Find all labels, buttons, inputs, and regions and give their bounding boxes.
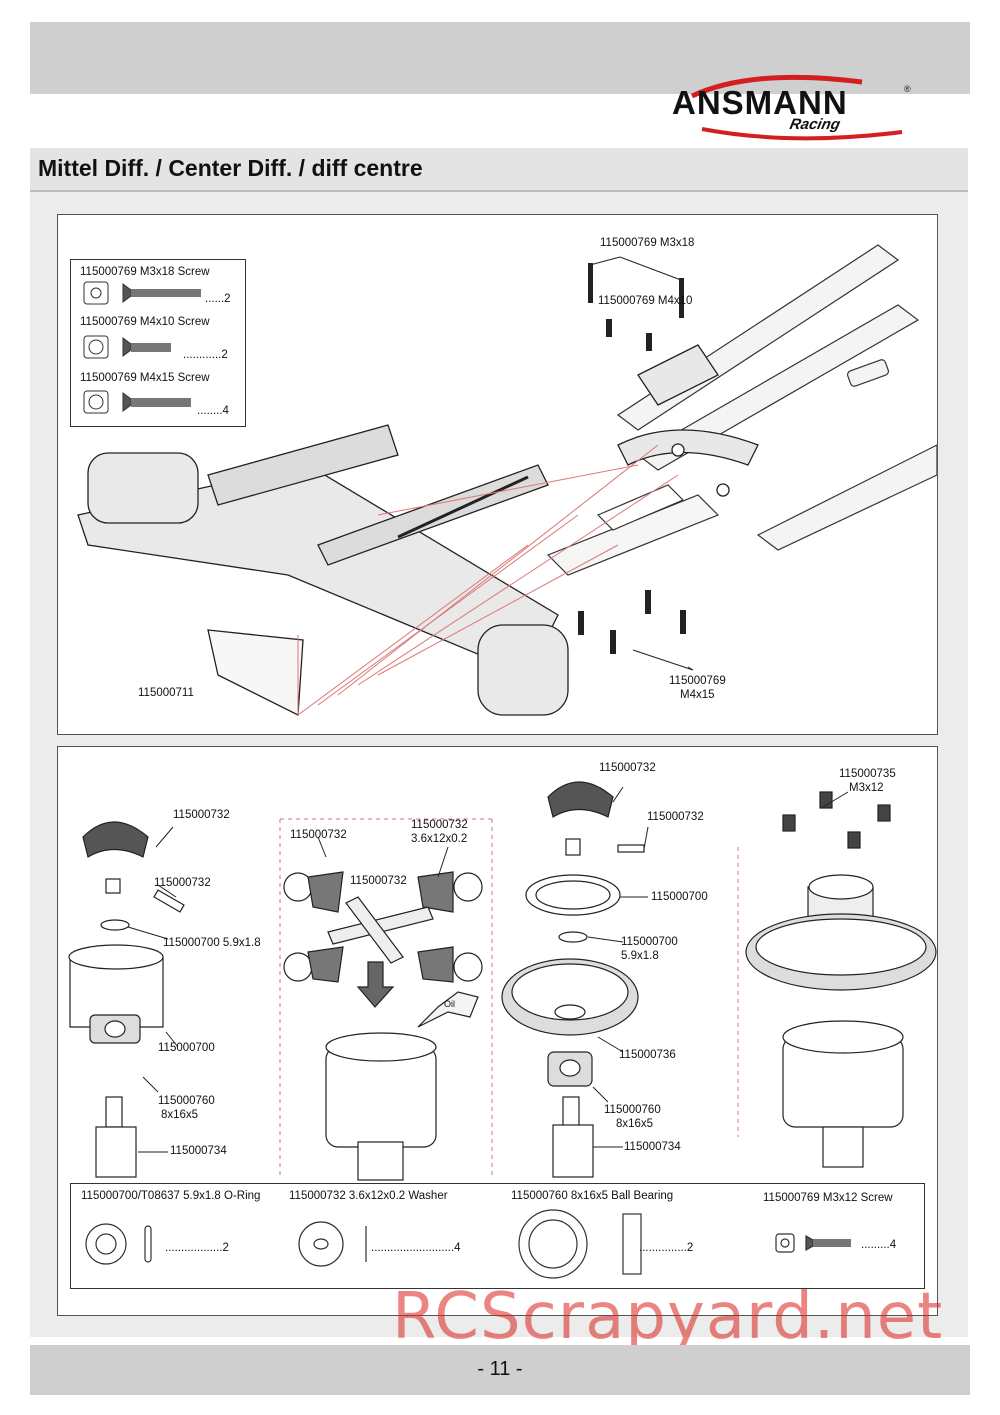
center-diff-assembly-panel: 115000732 115000732 115000700 5.9x1.8 11… bbox=[57, 746, 938, 1316]
s2-gears-label: 115000732 bbox=[290, 829, 347, 841]
s4-screw-code: 115000735 bbox=[839, 768, 896, 780]
screw-m4x15-c bbox=[645, 590, 651, 614]
page-number: - 11 - bbox=[477, 1358, 523, 1380]
screw-m4x15-b bbox=[610, 630, 616, 654]
callout-guard: 115000711 bbox=[138, 687, 194, 699]
s3-spur-label: 115000736 bbox=[619, 1049, 676, 1061]
callout-m3x18: 115000769 M3x18 bbox=[600, 237, 695, 249]
oil-bottle bbox=[417, 991, 479, 1028]
hw-screw-qty: .........4 bbox=[861, 1239, 897, 1251]
step4-parts bbox=[745, 791, 937, 1168]
diff-exploded-drawing bbox=[68, 781, 937, 1181]
s1-pin-label: 115000732 bbox=[154, 877, 211, 889]
callout-m4x15-code: 115000769 bbox=[669, 675, 726, 687]
parts-box-screws: 115000769 M3x18 Screw ......2 115000769 … bbox=[70, 259, 246, 427]
s3-gear-label: 115000732 bbox=[599, 762, 656, 774]
screw-m3x18-b bbox=[679, 278, 684, 318]
callout-m4x10: 115000769 M4x10 bbox=[598, 295, 693, 307]
hw-screw-label: 115000769 M3x12 Screw bbox=[763, 1192, 893, 1204]
s2-washer-size: 3.6x12x0.2 bbox=[411, 833, 468, 845]
s3-gasket-label: 115000700 bbox=[651, 891, 708, 903]
screw-m4x15-d bbox=[680, 610, 686, 634]
s2-washer-code: 115000732 bbox=[411, 819, 468, 831]
hardware-box: 115000700/T08637 5.9x1.8 O-Ring ........… bbox=[70, 1183, 925, 1289]
callout-m4x15-size: M4x15 bbox=[680, 689, 715, 701]
s1-gear-label: 115000732 bbox=[173, 809, 230, 821]
hw-bearing-label: 115000760 8x16x5 Ball Bearing bbox=[511, 1190, 674, 1202]
s3-oring-size: 5.9x1.8 bbox=[621, 950, 659, 962]
s1-bearing-code: 115000760 bbox=[158, 1095, 215, 1107]
step1-parts bbox=[68, 821, 185, 1178]
parts-qty-m4x15: ........4 bbox=[197, 405, 229, 417]
s1-case-label: 115000700 bbox=[158, 1042, 215, 1054]
logo-swoosh bbox=[690, 74, 903, 141]
hw-washer-qty: ..........................4 bbox=[371, 1242, 461, 1254]
parts-label-m3x18: 115000769 M3x18 Screw bbox=[80, 266, 210, 278]
bracket-upper bbox=[637, 344, 719, 406]
screw-m3x18-a bbox=[588, 263, 593, 303]
screw-m4x15-a bbox=[578, 611, 584, 635]
parts-label-m4x15: 115000769 M4x15 Screw bbox=[80, 372, 210, 384]
hw-oring-label: 115000700/T08637 5.9x1.8 O-Ring bbox=[81, 1190, 261, 1202]
screw-m4x10-b bbox=[646, 333, 652, 351]
logo-racing: Racing bbox=[788, 116, 842, 133]
s3-oring-code: 115000700 bbox=[621, 936, 678, 948]
page-title: Mittel Diff. / Center Diff. / diff centr… bbox=[38, 155, 423, 181]
hardware-box-art bbox=[85, 1209, 851, 1279]
s2-oil-label: Oil bbox=[444, 999, 455, 1009]
s2-cross-label: 115000732 bbox=[350, 875, 407, 887]
chassis-slot bbox=[846, 359, 890, 387]
s3-pin-label: 115000732 bbox=[647, 811, 704, 823]
footer-band bbox=[30, 1345, 970, 1395]
parts-qty-m3x18: ......2 bbox=[205, 293, 231, 305]
rear-gearbox bbox=[87, 452, 199, 524]
arrow-down-icon bbox=[356, 961, 395, 1008]
front-gearbox bbox=[477, 624, 569, 716]
watermark: RCScrapyard.net bbox=[392, 1280, 944, 1354]
parts-qty-m4x10: ............2 bbox=[183, 349, 228, 361]
s3-bearing-code: 115000760 bbox=[604, 1104, 661, 1116]
hw-washer-label: 115000732 3.6x12x0.2 Washer bbox=[289, 1190, 448, 1202]
chassis-assembly-panel: 115000769 M3x18 Screw ......2 115000769 … bbox=[57, 214, 938, 735]
chassis-exploded-drawing bbox=[77, 244, 937, 717]
screw-m4x10-a bbox=[606, 319, 612, 337]
s3-outdrive-label: 115000734 bbox=[624, 1141, 681, 1153]
header-band bbox=[30, 22, 970, 94]
step2-parts bbox=[283, 871, 483, 1181]
s3-bearing-size: 8x16x5 bbox=[616, 1118, 654, 1130]
center-bracket bbox=[617, 429, 759, 466]
ansmann-racing-logo: ANSMANN ® Racing bbox=[672, 74, 912, 144]
s4-screw-size: M3x12 bbox=[849, 782, 884, 794]
parts-box-art bbox=[83, 281, 201, 414]
hw-bearing-qty: ...............2 bbox=[639, 1242, 694, 1254]
center-driveshaft bbox=[397, 475, 529, 539]
s1-oring-label: 115000700 5.9x1.8 bbox=[163, 937, 261, 949]
logo-word: ANSMANN bbox=[672, 84, 848, 121]
s1-bearing-size: 8x16x5 bbox=[161, 1109, 199, 1121]
section-title-bar: Mittel Diff. / Center Diff. / diff centr… bbox=[30, 148, 968, 192]
chassis-rail-lower bbox=[636, 304, 920, 471]
step3-parts bbox=[501, 781, 645, 1178]
hw-oring-qty: ..................2 bbox=[165, 1242, 229, 1254]
s1-outdrive-label: 115000734 bbox=[170, 1145, 227, 1157]
bumper-guard bbox=[207, 629, 304, 717]
chassis-rail-side bbox=[756, 444, 937, 551]
logo-registered-mark: ® bbox=[904, 84, 911, 94]
parts-label-m4x10: 115000769 M4x10 Screw bbox=[80, 316, 210, 328]
